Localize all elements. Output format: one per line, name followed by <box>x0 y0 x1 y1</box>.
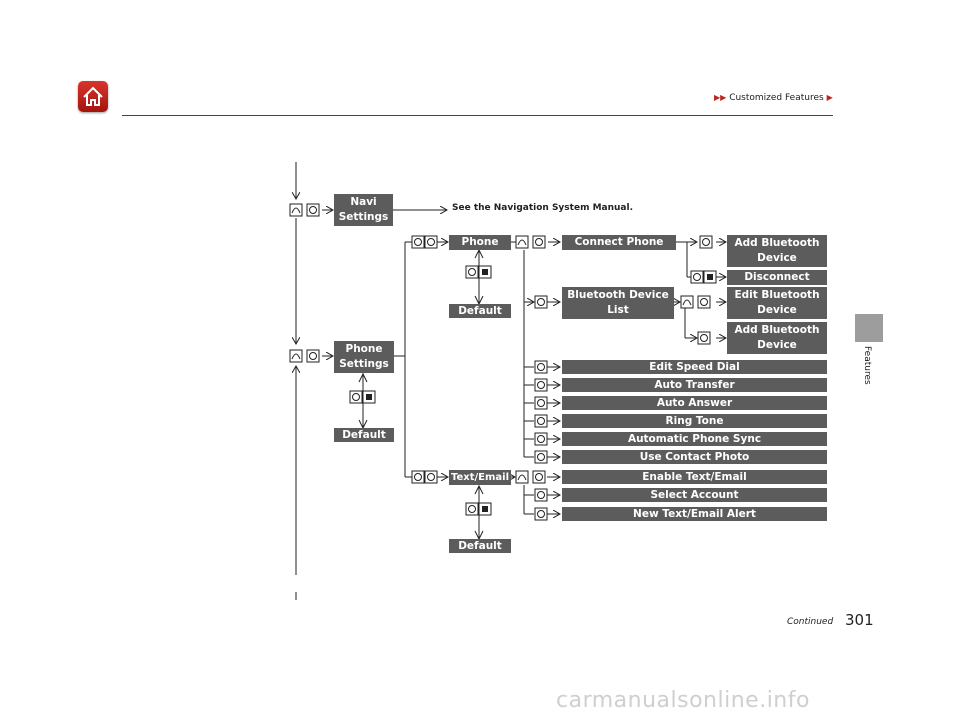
menu-default-phone[interactable]: Default <box>449 304 511 318</box>
section-tab-label: Features <box>862 346 872 385</box>
menu-default-main[interactable]: Default <box>334 428 394 442</box>
menu-auto-answer[interactable]: Auto Answer <box>562 396 827 410</box>
menu-navi-settings[interactable]: Navi Settings <box>334 194 393 226</box>
continued-label: Continued <box>787 617 834 627</box>
page-number: 301 <box>845 611 874 629</box>
watermark: carmanualsonline.info <box>556 688 810 713</box>
breadcrumb-arrow-icon: ▶ <box>826 93 833 102</box>
menu-default-text[interactable]: Default <box>449 539 511 553</box>
navigation-manual-note: See the Navigation System Manual. <box>452 203 633 213</box>
menu-text-email[interactable]: Text/Email <box>449 470 511 485</box>
menu-phone-settings[interactable]: Phone Settings <box>334 341 394 373</box>
menu-edit-bluetooth-device[interactable]: Edit Bluetooth Device <box>727 287 827 319</box>
menu-auto-transfer[interactable]: Auto Transfer <box>562 378 827 392</box>
menu-new-text-email-alert[interactable]: New Text/Email Alert <box>562 507 827 521</box>
header-rule <box>122 115 833 116</box>
menu-ring-tone[interactable]: Ring Tone <box>562 414 827 428</box>
menu-add-bluetooth-device-2[interactable]: Add Bluetooth Device <box>727 322 827 354</box>
home-button[interactable] <box>78 81 108 112</box>
menu-enable-text-email[interactable]: Enable Text/Email <box>562 470 827 484</box>
menu-edit-speed-dial[interactable]: Edit Speed Dial <box>562 360 827 374</box>
section-tab[interactable] <box>855 314 883 342</box>
menu-phone[interactable]: Phone <box>449 235 511 250</box>
menu-automatic-phone-sync[interactable]: Automatic Phone Sync <box>562 432 827 446</box>
menu-bluetooth-device-list[interactable]: Bluetooth Device List <box>562 287 674 319</box>
breadcrumb[interactable]: ▶▶ Customized Features ▶ <box>714 93 833 103</box>
home-icon <box>83 86 103 106</box>
breadcrumb-arrow-icon: ▶▶ <box>714 93 727 102</box>
menu-select-account[interactable]: Select Account <box>562 488 827 502</box>
menu-use-contact-photo[interactable]: Use Contact Photo <box>562 450 827 464</box>
menu-disconnect[interactable]: Disconnect <box>727 270 827 285</box>
menu-add-bluetooth-device-1[interactable]: Add Bluetooth Device <box>727 235 827 267</box>
menu-connect-phone[interactable]: Connect Phone <box>562 235 676 250</box>
breadcrumb-label: Customized Features <box>729 93 824 103</box>
